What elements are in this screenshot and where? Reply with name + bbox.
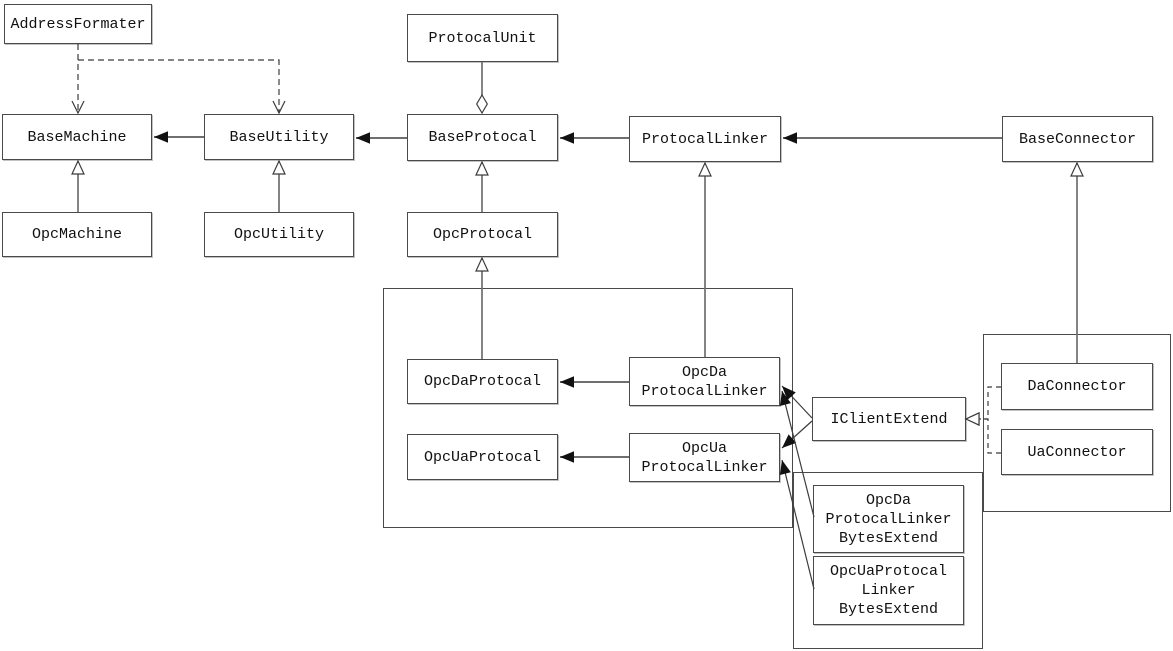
class-opc-da-protocal: OpcDaProtocal: [407, 359, 558, 404]
class-opc-utility: OpcUtility: [204, 212, 354, 257]
class-base-machine: BaseMachine: [2, 114, 152, 160]
interface-i-client-extend: IClientExtend: [812, 397, 966, 441]
class-opc-ua-protocal: OpcUaProtocal: [407, 434, 558, 480]
class-opc-machine: OpcMachine: [2, 212, 152, 257]
class-base-utility: BaseUtility: [204, 114, 354, 160]
class-base-protocal: BaseProtocal: [407, 114, 558, 161]
class-opc-protocal: OpcProtocal: [407, 212, 558, 257]
edge-dependency--address_formater--to--base_utility: [78, 59, 286, 115]
class-opc-ua-protocal-linker-bytes-extend: OpcUaProtocal Linker BytesExtend: [813, 556, 964, 625]
opc-protocal-group-frame: [383, 288, 793, 528]
class-opc-da-protocal-linker: OpcDa ProtocalLinker: [629, 357, 780, 406]
class-protocal-unit: ProtocalUnit: [407, 14, 558, 62]
connector-group-frame: [983, 334, 1171, 512]
class-da-connector: DaConnector: [1001, 363, 1153, 410]
class-protocal-linker: ProtocalLinker: [629, 116, 781, 162]
class-base-connector: BaseConnector: [1002, 116, 1153, 162]
class-address-formater: AddressFormater: [4, 4, 152, 44]
class-ua-connector: UaConnector: [1001, 429, 1153, 475]
class-opc-da-protocal-linker-bytes-extend: OpcDa ProtocalLinker BytesExtend: [813, 485, 964, 553]
class-opc-ua-protocal-linker: OpcUa ProtocalLinker: [629, 433, 780, 482]
